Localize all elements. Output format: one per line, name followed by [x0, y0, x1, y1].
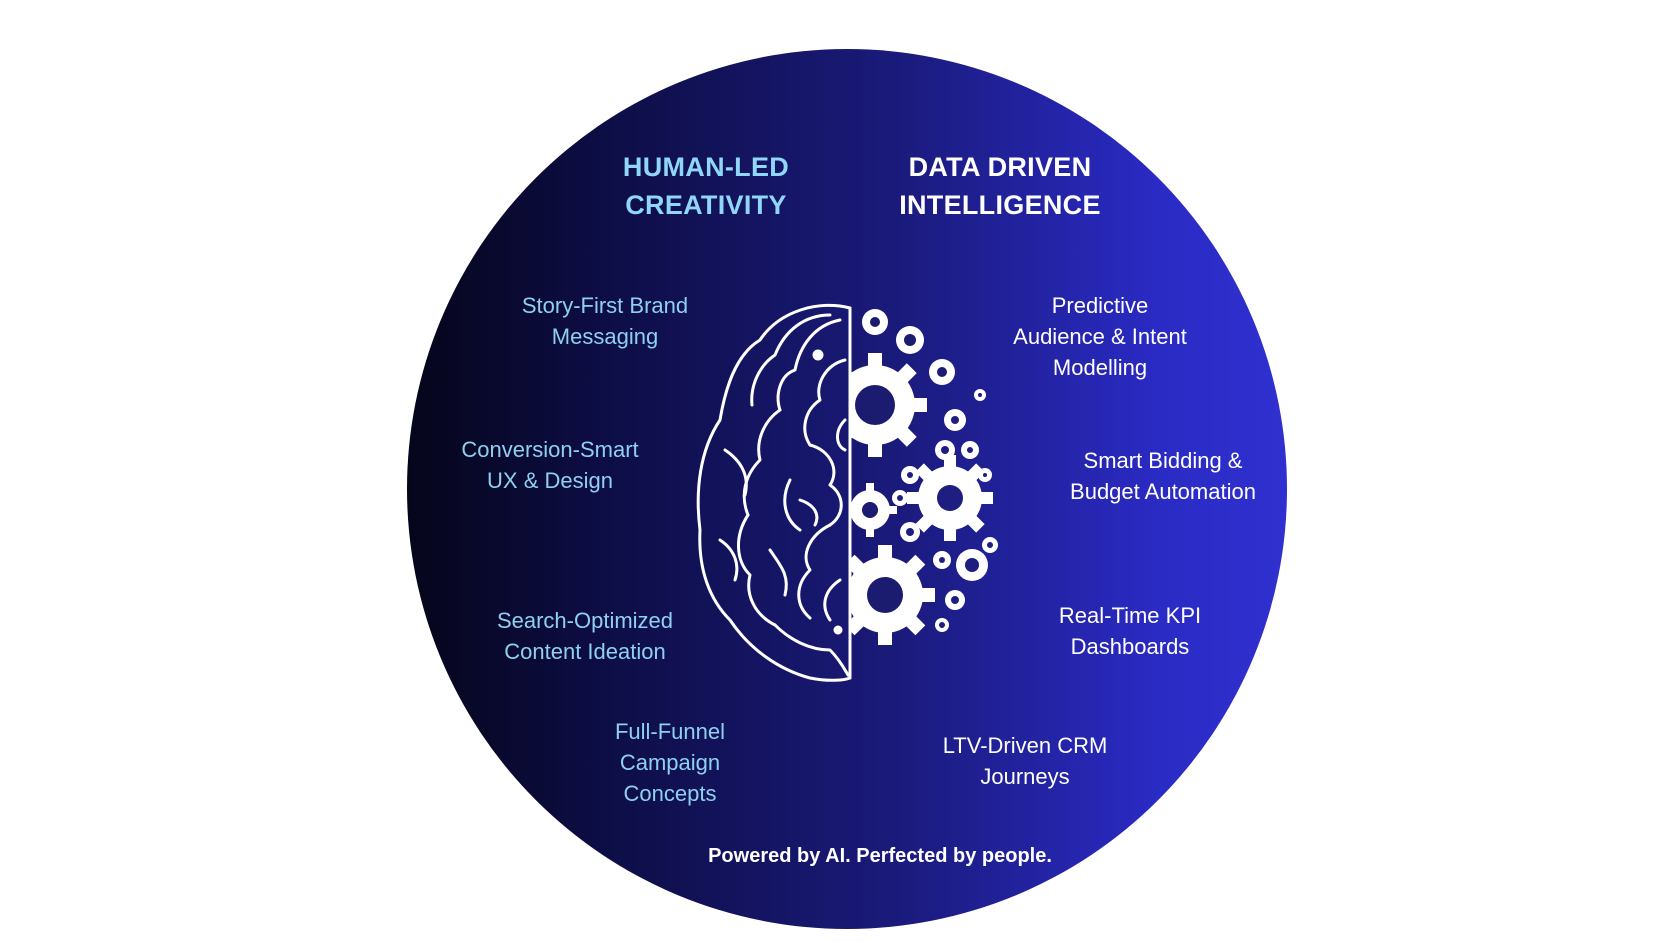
gears-icon	[850, 309, 998, 645]
right-item-smart-bidding: Smart Bidding & Budget Automation	[1070, 448, 1256, 504]
left-item-content-ideation: Search-Optimized Content Ideation	[496, 608, 674, 664]
brain-hemisphere-icon	[696, 303, 852, 682]
right-item-crm-journeys: LTV-Driven CRM Journeys	[942, 733, 1108, 789]
background-circle	[407, 49, 1287, 929]
right-item-kpi-dashboards: Real-Time KPI Dashboards	[1058, 603, 1202, 659]
left-item-brand-messaging: Story-First Brand Messaging	[521, 293, 689, 349]
heading-data-driven-intelligence: DATA DRIVEN INTELLIGENCE	[899, 152, 1101, 220]
heading-human-led-creativity: HUMAN-LED CREATIVITY	[622, 152, 790, 220]
left-item-campaign-concepts: Full-Funnel Campaign Concepts	[614, 719, 726, 806]
brain-gears-icon	[696, 303, 998, 682]
left-item-ux-design: Conversion-Smart UX & Design	[461, 437, 639, 493]
tagline: Powered by AI. Perfected by people.	[708, 845, 1052, 867]
right-item-predictive-modelling: Predictive Audience & Intent Modelling	[1013, 293, 1187, 380]
